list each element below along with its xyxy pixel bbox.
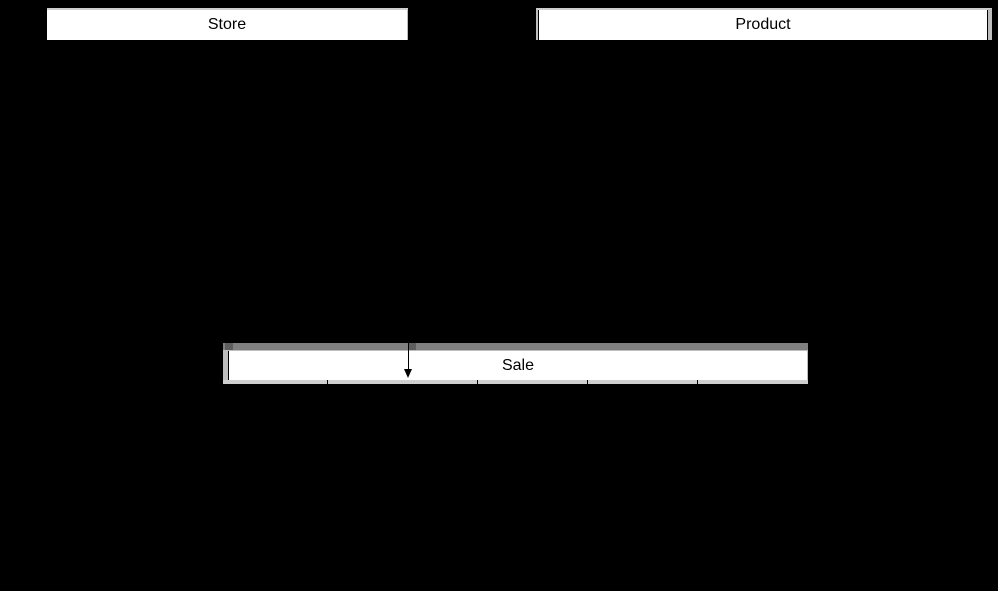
sale-label: Sale [501, 356, 535, 374]
sale-top-bar-tick [225, 343, 233, 350]
sale-column-strip [223, 380, 808, 384]
store-label: Store [207, 16, 247, 33]
sale-column-divider [477, 380, 478, 384]
sale-entity[interactable]: Sale [228, 351, 807, 380]
sale-top-bar [223, 343, 808, 350]
sale-entity-frame: Sale [223, 343, 808, 384]
sale-column-divider [587, 380, 588, 384]
store-entity[interactable]: Store [47, 8, 408, 40]
product-entity[interactable]: Product [536, 8, 992, 40]
arrow-down-icon [404, 369, 412, 378]
product-label: Product [735, 16, 791, 33]
sale-column-divider [697, 380, 698, 384]
sale-column-divider [327, 380, 328, 384]
relationship-connector-line [408, 343, 409, 371]
sale-top-bar-tick [408, 343, 416, 350]
